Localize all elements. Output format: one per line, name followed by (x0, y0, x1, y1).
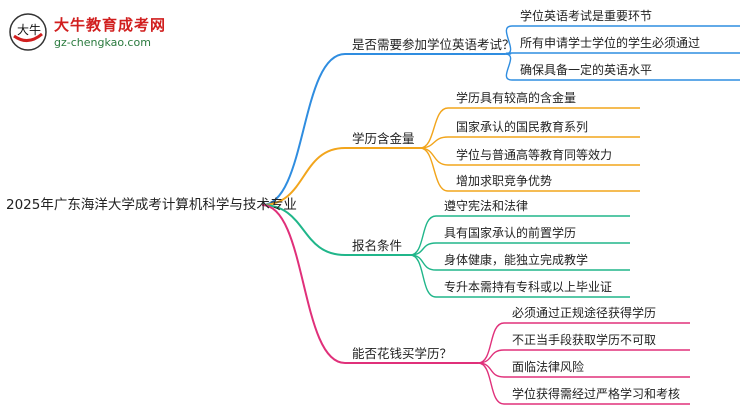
child-connector (419, 147, 449, 166)
child-label: 身体健康，能独立完成教学 (444, 253, 589, 267)
root-branch-connector (261, 204, 346, 256)
child-label: 必须通过正规途径获得学历 (512, 306, 657, 320)
child-label: 增加求职竞争优势 (456, 174, 553, 188)
logo-brand: 大牛教育成考网 (54, 16, 167, 34)
child-label: 不正当手段获取学历不可取 (512, 333, 657, 347)
branch-label: 能否花钱买学历？ (352, 346, 453, 361)
child-connector (504, 53, 513, 81)
child-label: 学位与普通高等教育同等效力 (456, 148, 613, 162)
logo-site-url: gz-chengkao.com (54, 36, 151, 49)
child-connector (477, 322, 505, 364)
child-label: 遵守宪法和法律 (444, 199, 529, 213)
branch-label: 是否需要参加学位英语考试？ (352, 37, 515, 52)
child-connector (409, 215, 437, 256)
root-branch-connector (261, 53, 346, 206)
child-connector (477, 362, 505, 378)
child-connector (477, 349, 505, 364)
child-connector (409, 254, 437, 271)
root-branch-connector (261, 147, 346, 206)
child-label: 学位英语考试是重要环节 (520, 9, 653, 23)
child-label: 国家承认的国民教育系列 (456, 120, 589, 134)
child-connector (477, 362, 505, 405)
child-label: 学历具有较高的含金量 (456, 91, 577, 105)
child-label: 具有国家承认的前置学历 (444, 226, 577, 240)
child-label: 所有申请学士学位的学生必须通过 (520, 36, 701, 50)
branch-label: 报名条件 (352, 238, 403, 253)
logo-badge-text: 大牛 (17, 22, 41, 37)
child-connector (409, 254, 437, 298)
child-connector (419, 147, 449, 192)
child-label: 专升本需持有专科或以上毕业证 (444, 280, 613, 294)
child-label: 确保具备一定的英语水平 (520, 63, 653, 77)
root-node: 2025年广东海洋大学成考计算机科学与技术专业 (6, 197, 297, 213)
logo-badge-icon: 大牛 (9, 13, 47, 51)
site-logo: 大牛 大牛教育成考网 gz-chengkao.com (8, 10, 208, 56)
child-connector (409, 242, 437, 256)
root-branch-connector (261, 204, 346, 364)
child-connector (419, 107, 449, 149)
child-label: 面临法律风险 (512, 360, 585, 374)
child-label: 学位获得需经过严格学习和考核 (512, 387, 681, 401)
branch-label: 学历含金量 (352, 131, 415, 146)
